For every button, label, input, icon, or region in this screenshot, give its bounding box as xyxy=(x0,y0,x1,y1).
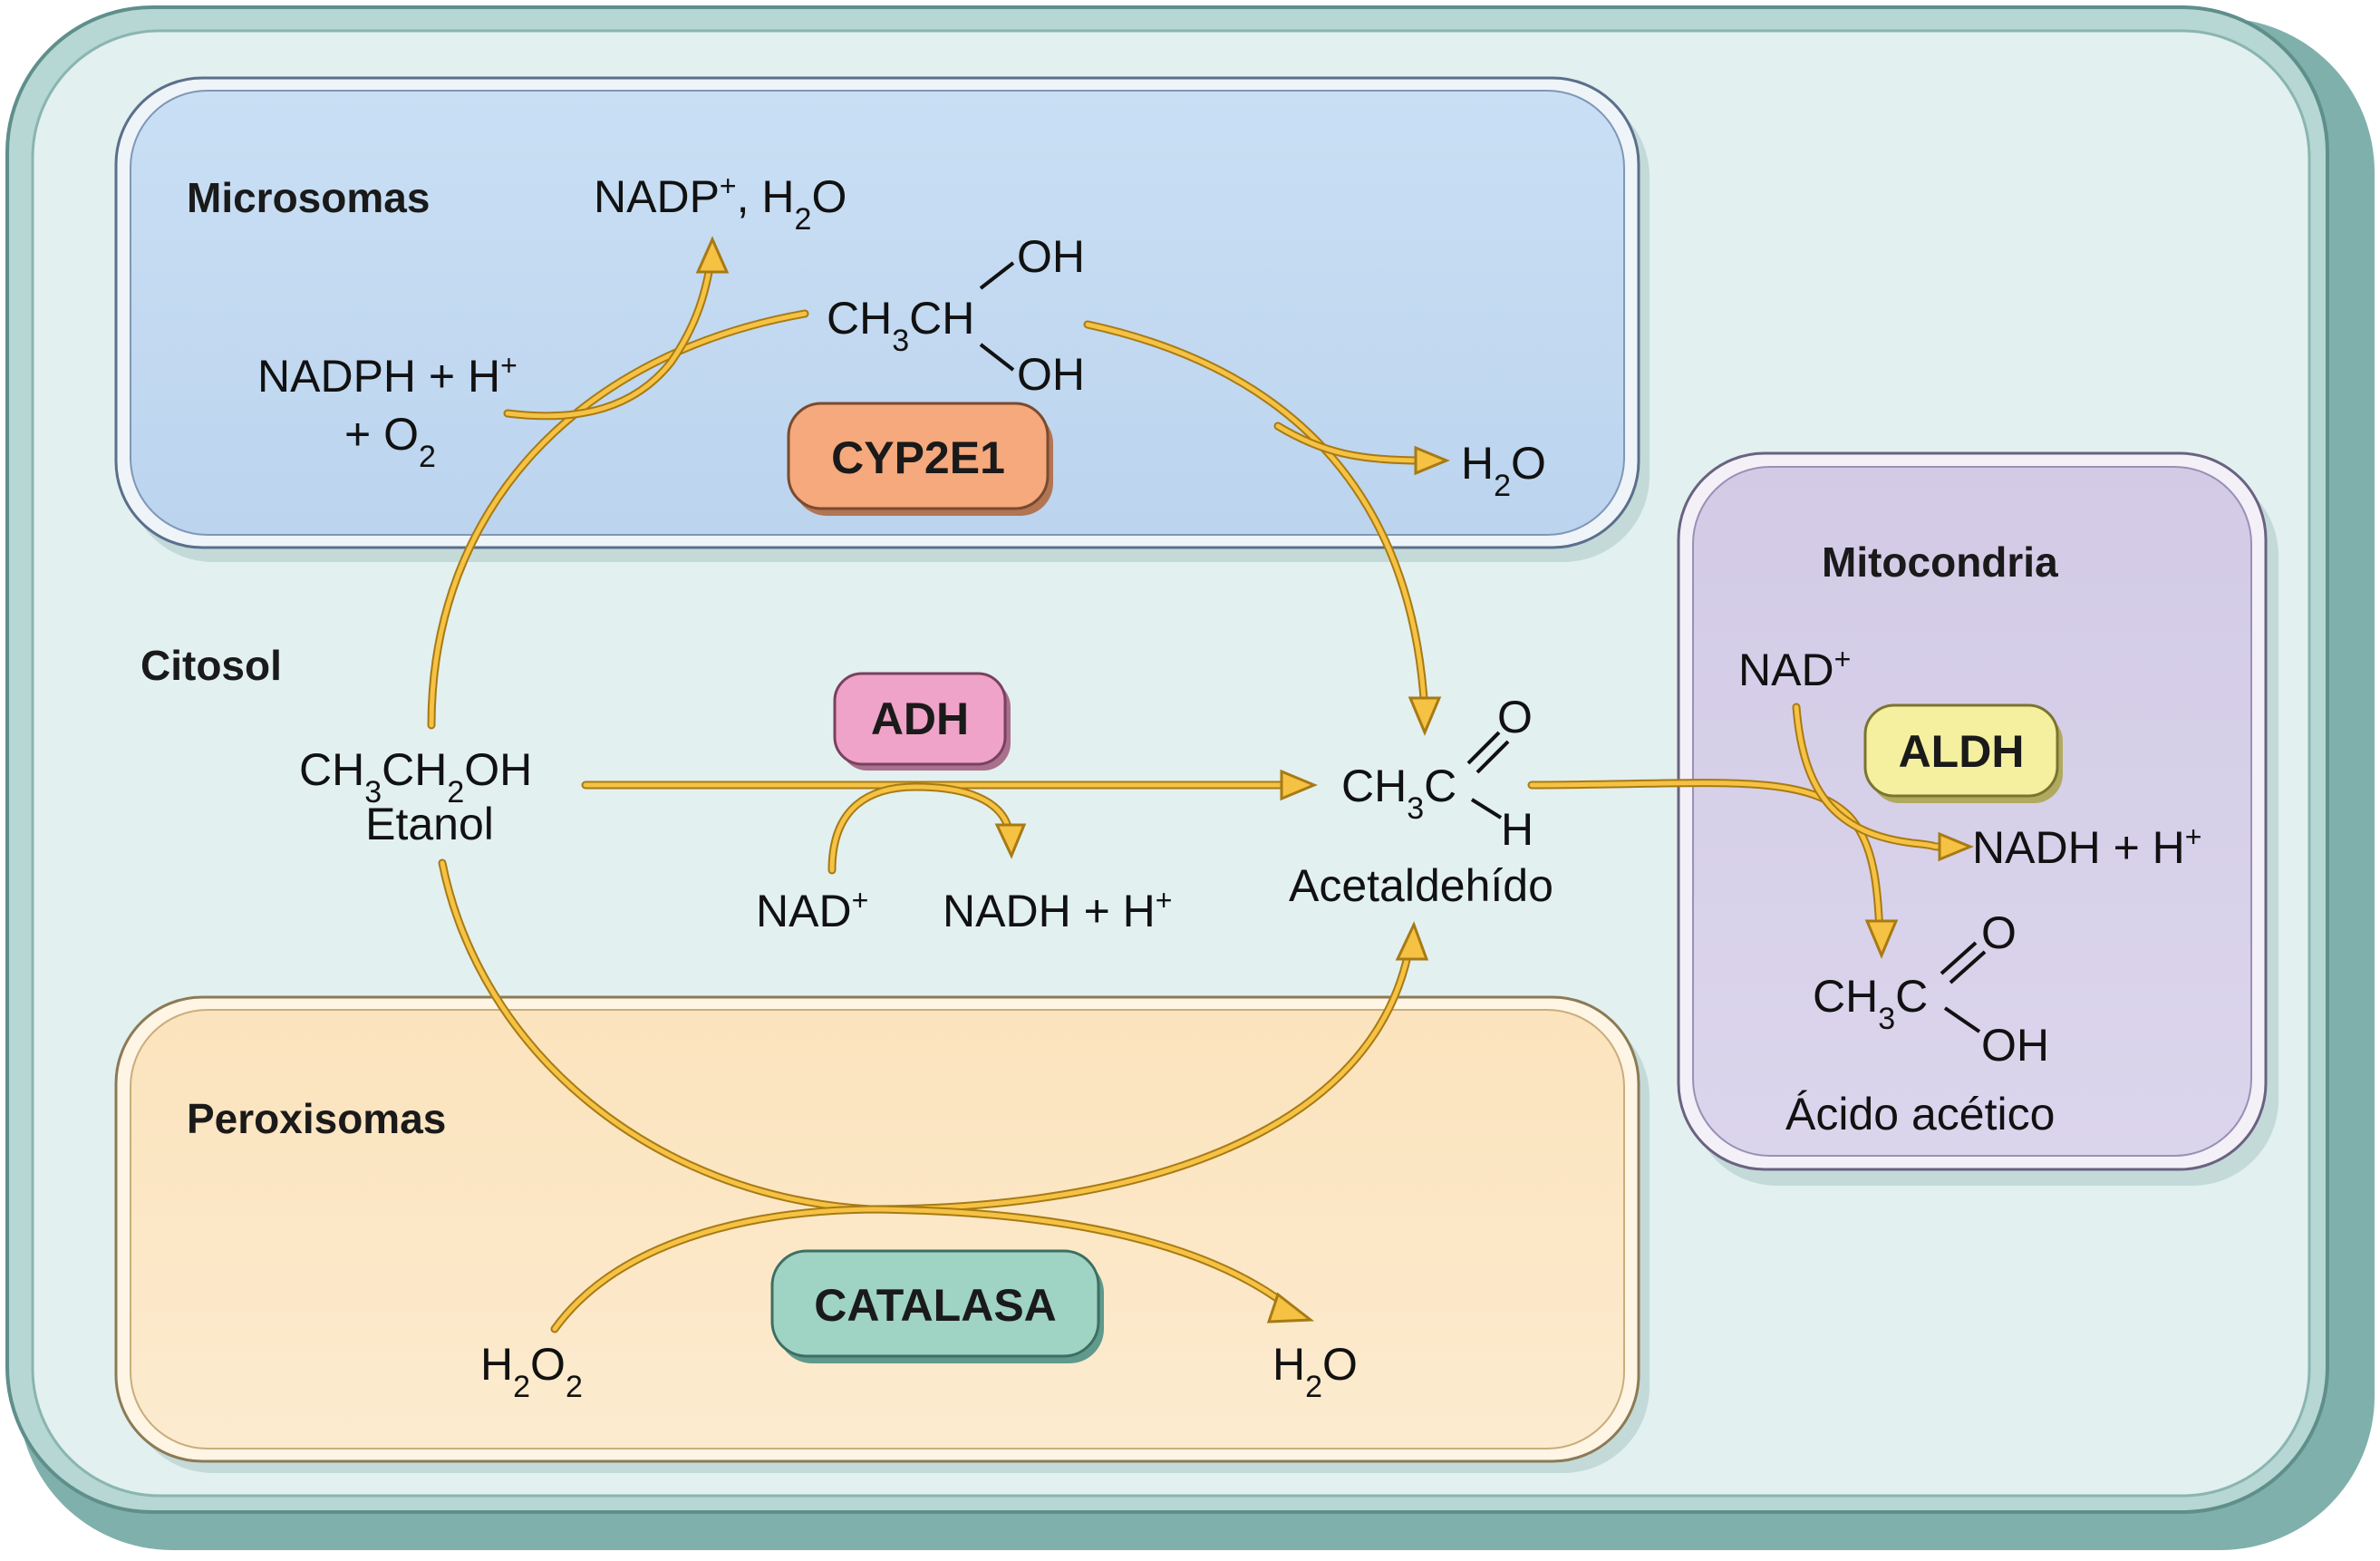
nad-aldh-label: NAD+ xyxy=(1738,643,1851,695)
adh-badge: ADH xyxy=(833,672,1011,771)
acetaldehyde-name: Acetaldehído xyxy=(1289,860,1553,911)
pathway-arrows xyxy=(427,236,1974,1333)
adh-label: ADH xyxy=(871,693,969,744)
cyp2e1-label: CYP2E1 xyxy=(831,432,1005,483)
mitocondria-label: Mitocondria xyxy=(1822,538,2058,586)
peroxisomas-label: Peroxisomas xyxy=(187,1095,446,1142)
mitocondria-compartment xyxy=(1677,451,2278,1186)
nad-adh-label: NAD+ xyxy=(756,884,868,936)
svg-text:H: H xyxy=(1501,804,1533,855)
citosol-label: Citosol xyxy=(140,642,282,689)
nadph-label: NADPH + H+ xyxy=(257,349,518,402)
catalasa-label: CATALASA xyxy=(814,1280,1057,1331)
acetic-acid-molecule: CH3C O OH Ácido acético xyxy=(1785,907,2055,1139)
microsomas-label: Microsomas xyxy=(187,174,430,221)
svg-text:OH: OH xyxy=(1981,1020,2049,1071)
aldh-label: ALDH xyxy=(1899,726,2025,777)
peroxisomas-compartment xyxy=(114,995,1650,1473)
nadh-aldh-label: NADH + H+ xyxy=(1972,820,2201,873)
aldh-badge: ALDH xyxy=(1863,703,2063,803)
cyp2e1-badge: CYP2E1 xyxy=(787,402,1053,516)
nadh-adh-label: NADH + H+ xyxy=(943,884,1172,936)
svg-text:OH: OH xyxy=(1017,231,1085,282)
svg-text:OH: OH xyxy=(1017,349,1085,400)
acetaldehyde-molecule: CH3C O H Acetaldehído xyxy=(1289,692,1553,911)
catalasa-badge: CATALASA xyxy=(770,1249,1104,1363)
microsomas-compartment xyxy=(114,76,1650,562)
svg-text:O: O xyxy=(1497,692,1533,742)
svg-text:O: O xyxy=(1981,907,2017,958)
acetic-acid-name: Ácido acético xyxy=(1785,1089,2055,1139)
ethanol-name: Etanol xyxy=(365,799,494,849)
